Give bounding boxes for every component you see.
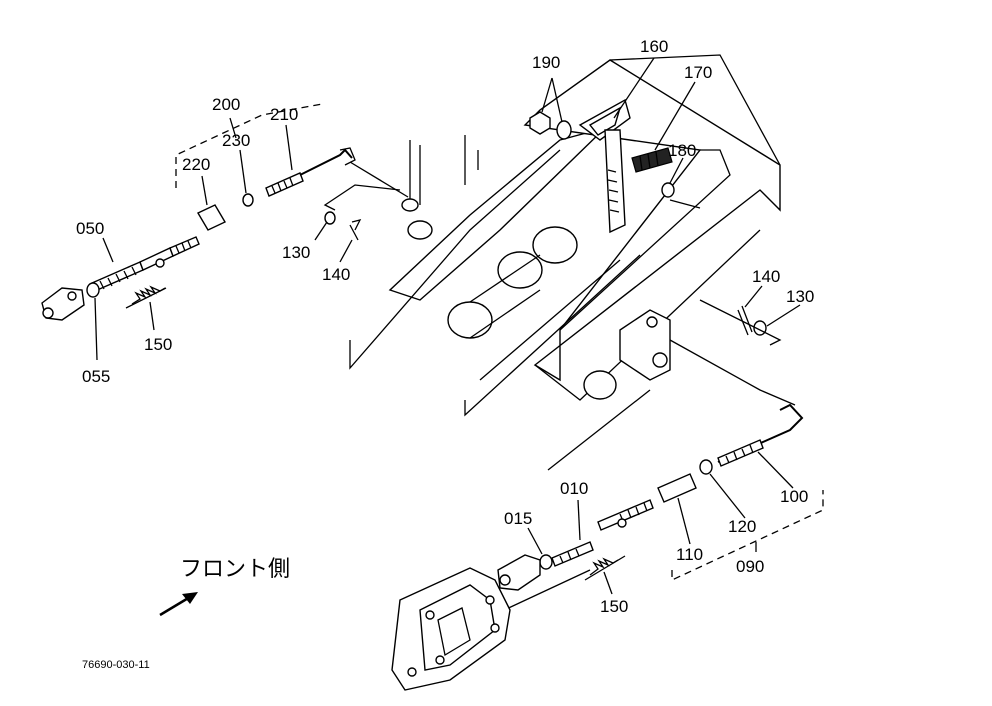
label-055: 055 [82, 367, 110, 386]
chassis-frame [349, 54, 796, 471]
label-200: 200 [212, 95, 240, 114]
label-130-right: 130 [786, 287, 814, 306]
part-labels: 050 055 150 220 230 200 210 130 140 190 … [76, 37, 814, 616]
front-arrow-icon [182, 592, 198, 604]
label-190: 190 [532, 53, 560, 72]
label-140-right: 140 [752, 267, 780, 286]
label-130-left: 130 [282, 243, 310, 262]
label-160: 160 [640, 37, 668, 56]
label-090: 090 [736, 557, 764, 576]
label-015: 015 [504, 509, 532, 528]
right-washer-pin [699, 299, 782, 346]
label-220: 220 [182, 155, 210, 174]
label-150-right: 150 [600, 597, 628, 616]
leader-lines [94, 57, 801, 595]
assembly-brackets [175, 103, 824, 582]
label-100: 100 [780, 487, 808, 506]
label-140-left: 140 [322, 265, 350, 284]
label-150-left: 150 [144, 335, 172, 354]
figure-code: 76690-030-11 [82, 659, 150, 671]
front-direction: フロント側 [159, 556, 290, 617]
label-210: 210 [270, 105, 298, 124]
label-120: 120 [728, 517, 756, 536]
front-arrow-shaft [159, 595, 191, 617]
lever-assembly [529, 98, 701, 234]
front-side-label: フロント側 [180, 556, 290, 581]
label-170: 170 [684, 63, 712, 82]
label-010: 010 [560, 479, 588, 498]
label-180: 180 [668, 141, 696, 160]
right-rod-assembly [391, 403, 804, 691]
label-110: 110 [676, 545, 703, 564]
left-rod-assembly [41, 147, 409, 321]
label-230: 230 [222, 131, 250, 150]
label-050: 050 [76, 219, 104, 238]
